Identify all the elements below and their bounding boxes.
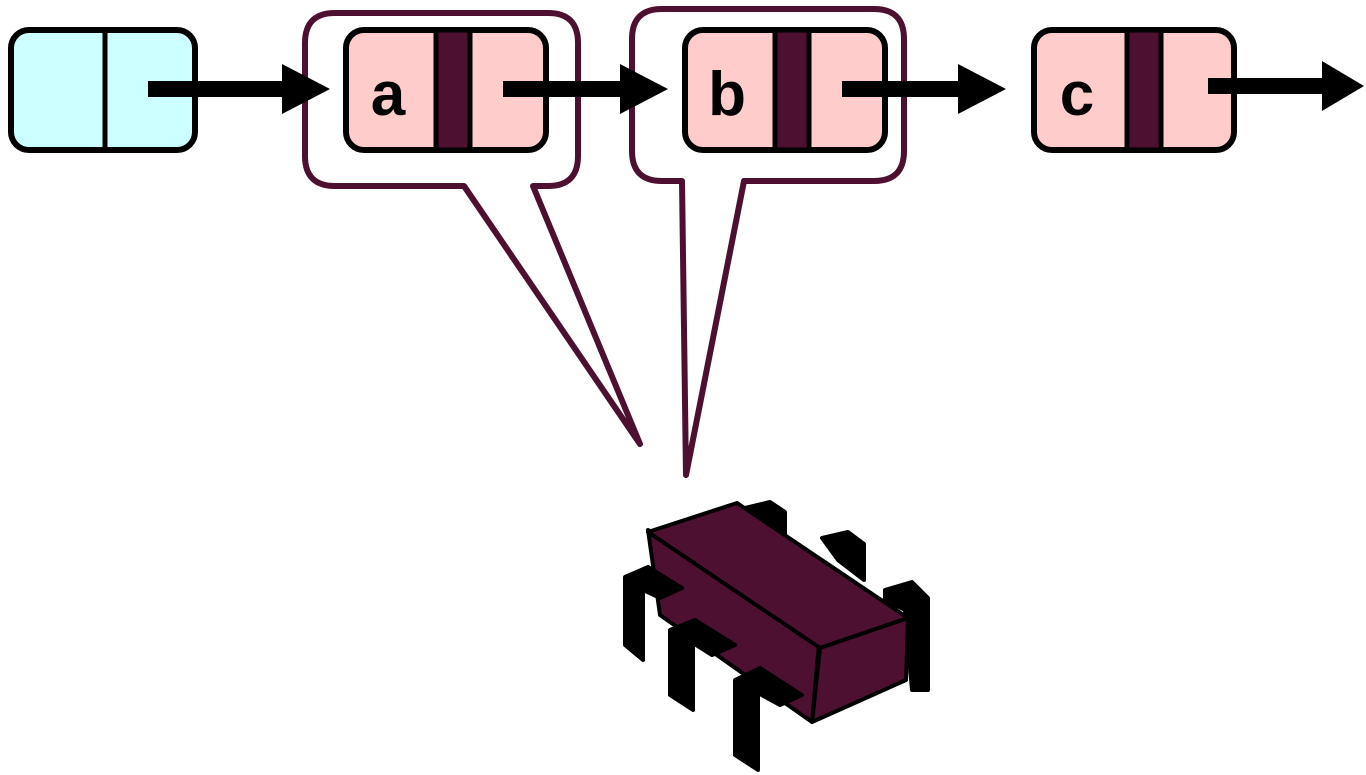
- node-label-a: a: [371, 60, 406, 129]
- node-label-b: b: [708, 60, 746, 129]
- list-node-c: c: [1034, 30, 1234, 150]
- node-label-c: c: [1060, 60, 1094, 129]
- microchip-icon: [625, 502, 928, 770]
